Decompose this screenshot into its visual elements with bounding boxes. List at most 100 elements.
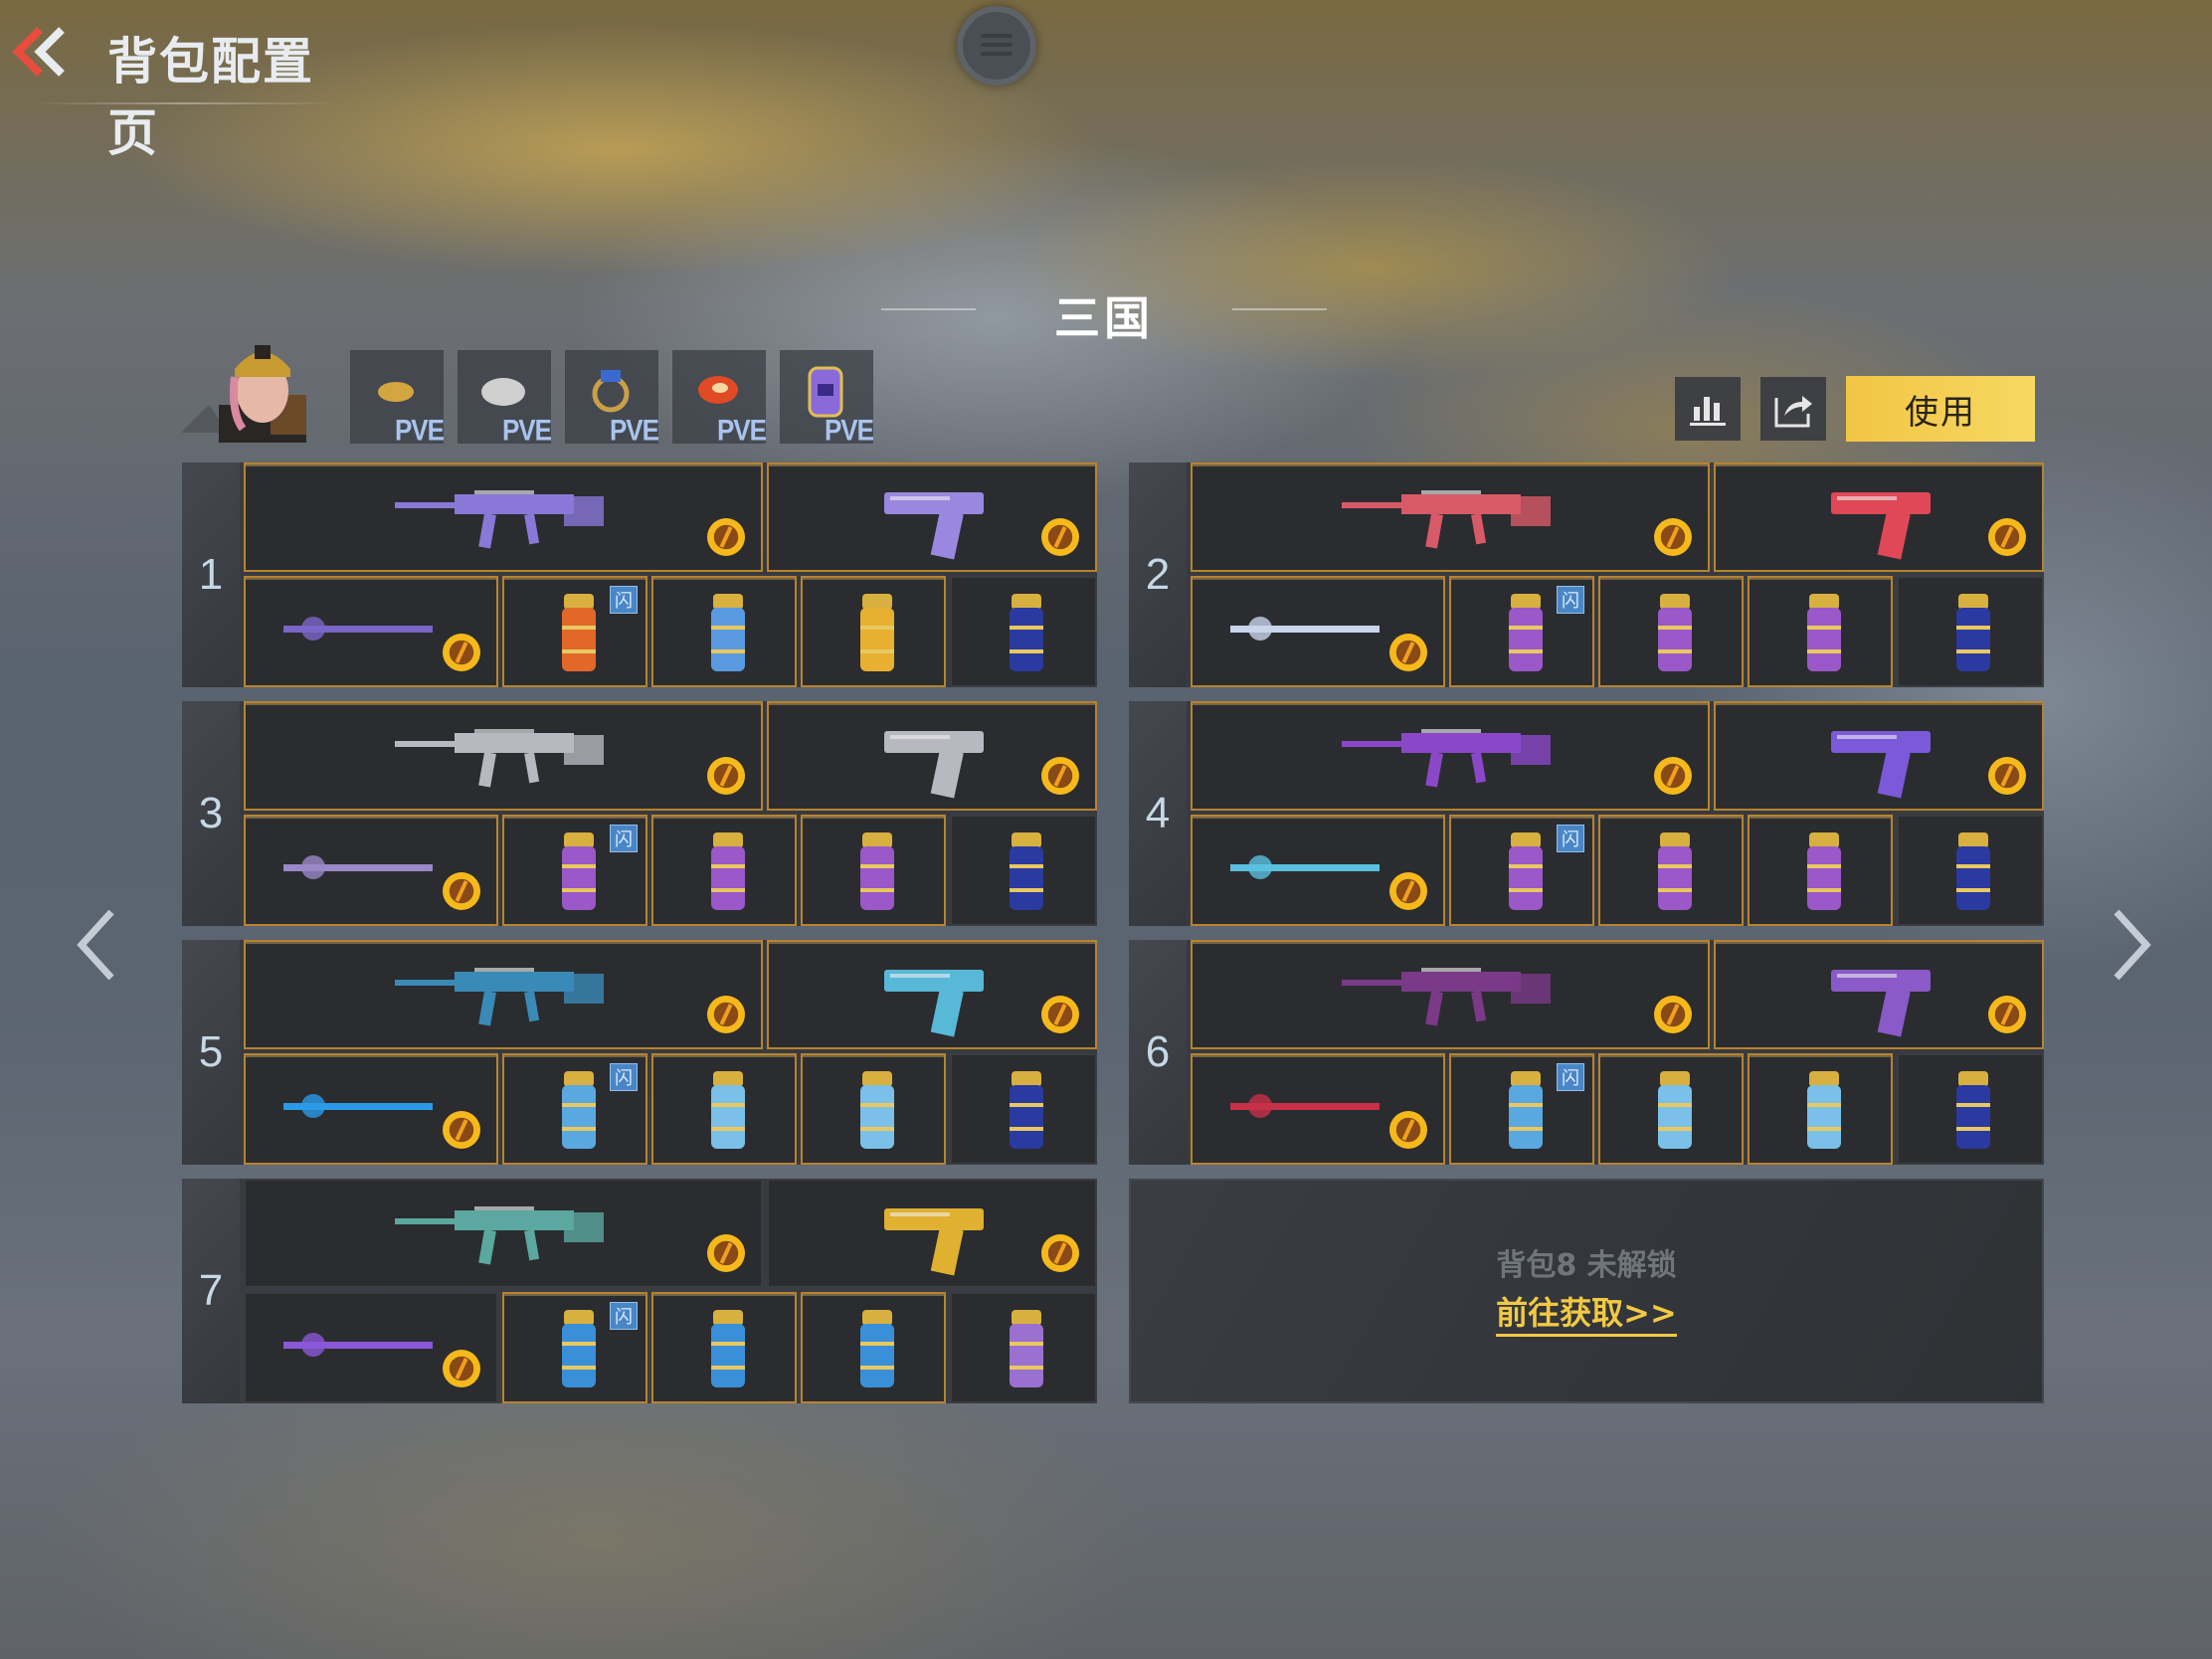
gold-coin-badge-icon	[1389, 872, 1427, 910]
grenade-slot-1[interactable]: 闪	[502, 1053, 647, 1165]
pet-slot-2[interactable]: PVE	[458, 350, 552, 447]
grenade-slot-3[interactable]	[801, 1292, 946, 1403]
obtain-link[interactable]: 前往获取>>	[1496, 1294, 1677, 1337]
chevron-right-icon	[2114, 909, 2151, 981]
grenade-slot-2[interactable]	[651, 815, 797, 926]
primary-weapon-slot[interactable]	[244, 1179, 763, 1288]
loadout-number: 2	[1129, 462, 1187, 687]
grenade-icon	[1658, 1071, 1692, 1149]
menu-button[interactable]	[957, 6, 1036, 86]
grenade-slot-4[interactable]	[950, 1053, 1097, 1165]
grenade-icon	[1010, 594, 1043, 671]
use-button[interactable]: 使用	[1846, 376, 2035, 442]
secondary-weapon-slot[interactable]	[767, 462, 1097, 572]
melee-weapon-slot[interactable]	[244, 576, 498, 687]
loadout-2[interactable]: 2 闪	[1129, 462, 2044, 687]
loadout-4[interactable]: 4 闪	[1129, 701, 2044, 926]
grenade-slot-3[interactable]	[801, 576, 946, 687]
grenade-slot-2[interactable]	[1598, 1053, 1744, 1165]
grenade-slot-1[interactable]: 闪	[502, 1292, 647, 1403]
secondary-weapon-slot[interactable]	[1714, 940, 2044, 1049]
secondary-weapon-slot[interactable]	[767, 701, 1097, 811]
grenade-slot-4[interactable]	[950, 815, 1097, 926]
flash-tag-icon: 闪	[610, 586, 638, 614]
back-button[interactable]	[10, 26, 70, 78]
loadout-3[interactable]: 3 闪	[182, 701, 1097, 926]
grenade-slot-3[interactable]	[801, 815, 946, 926]
prev-page-button[interactable]	[70, 900, 129, 990]
grenade-slot-3[interactable]	[1748, 815, 1893, 926]
grenade-slot-4[interactable]	[950, 1292, 1097, 1403]
grenade-slot-1[interactable]: 闪	[1449, 576, 1594, 687]
gold-coin-badge-icon	[1389, 634, 1427, 671]
divider-right	[1232, 308, 1327, 310]
grenade-icon	[711, 1310, 745, 1387]
melee-weapon-slot[interactable]	[1191, 576, 1445, 687]
grenade-slot-4[interactable]	[950, 576, 1097, 687]
character-avatar[interactable]	[179, 333, 338, 443]
grenade-slot-2[interactable]	[1598, 815, 1744, 926]
loadout-5[interactable]: 5 闪	[182, 940, 1097, 1165]
loadout-1[interactable]: 1 闪	[182, 462, 1097, 687]
melee-weapon-slot[interactable]	[244, 1292, 498, 1403]
loadout-number: 5	[182, 940, 240, 1165]
grenade-slot-2[interactable]	[651, 1292, 797, 1403]
melee-weapon-slot[interactable]	[244, 1053, 498, 1165]
pve-tag: PVE	[501, 412, 552, 448]
grenade-slot-1[interactable]: 闪	[502, 576, 647, 687]
grenade-slot-1[interactable]: 闪	[1449, 815, 1594, 926]
primary-weapon-slot[interactable]	[1191, 940, 1710, 1049]
grenade-slot-4[interactable]	[1897, 815, 2044, 926]
melee-weapon-icon	[283, 855, 433, 879]
grenade-slot-1[interactable]: 闪	[502, 815, 647, 926]
melee-weapon-icon	[1230, 855, 1380, 879]
pet-slot-3[interactable]: PVE	[565, 350, 659, 447]
grenade-icon	[711, 1071, 745, 1149]
primary-weapon-slot[interactable]	[244, 940, 763, 1049]
gold-coin-badge-icon	[443, 1111, 480, 1149]
gold-coin-badge-icon	[1654, 996, 1692, 1033]
primary-weapon-slot[interactable]	[1191, 462, 1710, 572]
grenade-icon	[562, 832, 596, 910]
melee-weapon-slot[interactable]	[1191, 1053, 1445, 1165]
grenade-slot-1[interactable]: 闪	[1449, 1053, 1594, 1165]
melee-weapon-slot[interactable]	[1191, 815, 1445, 926]
grenade-icon	[1807, 1071, 1841, 1149]
grenade-slot-3[interactable]	[1748, 1053, 1893, 1165]
grenade-slot-3[interactable]	[801, 1053, 946, 1165]
stats-button[interactable]	[1675, 377, 1741, 441]
grenade-icon	[1010, 832, 1043, 910]
loadout-6[interactable]: 6 闪	[1129, 940, 2044, 1165]
action-bar: 使用	[1675, 376, 2035, 442]
melee-weapon-slot[interactable]	[244, 815, 498, 926]
pet-slot-4[interactable]: PVE	[672, 350, 767, 447]
gold-coin-badge-icon	[707, 518, 745, 556]
grenade-icon	[1956, 594, 1990, 671]
gold-coin-badge-icon	[1041, 757, 1079, 795]
next-page-button[interactable]	[2099, 900, 2158, 990]
gold-coin-badge-icon	[1041, 996, 1079, 1033]
grenade-slot-3[interactable]	[1748, 576, 1893, 687]
secondary-weapon-slot[interactable]	[1714, 462, 2044, 572]
grenade-slot-2[interactable]	[1598, 576, 1744, 687]
secondary-weapon-slot[interactable]	[767, 1179, 1097, 1288]
loadout-number: 4	[1129, 701, 1187, 926]
loadout-8-locked: 背包8 未解锁 前往获取>>	[1129, 1179, 2044, 1403]
grenade-icon	[860, 594, 894, 671]
grenade-slot-2[interactable]	[651, 1053, 797, 1165]
pet-slot-1[interactable]: PVE	[350, 350, 445, 447]
pistol-icon	[1831, 492, 1931, 560]
secondary-weapon-slot[interactable]	[1714, 701, 2044, 811]
grenade-slot-4[interactable]	[1897, 1053, 2044, 1165]
grenade-slot-2[interactable]	[651, 576, 797, 687]
pistol-icon	[884, 492, 984, 560]
share-button[interactable]	[1760, 377, 1826, 441]
loadout-7[interactable]: 7 闪	[182, 1179, 1097, 1403]
ring-icon	[592, 370, 630, 413]
primary-weapon-slot[interactable]	[244, 701, 763, 811]
primary-weapon-slot[interactable]	[244, 462, 763, 572]
pet-slot-5[interactable]: PVE	[780, 350, 874, 447]
primary-weapon-slot[interactable]	[1191, 701, 1710, 811]
grenade-slot-4[interactable]	[1897, 576, 2044, 687]
secondary-weapon-slot[interactable]	[767, 940, 1097, 1049]
